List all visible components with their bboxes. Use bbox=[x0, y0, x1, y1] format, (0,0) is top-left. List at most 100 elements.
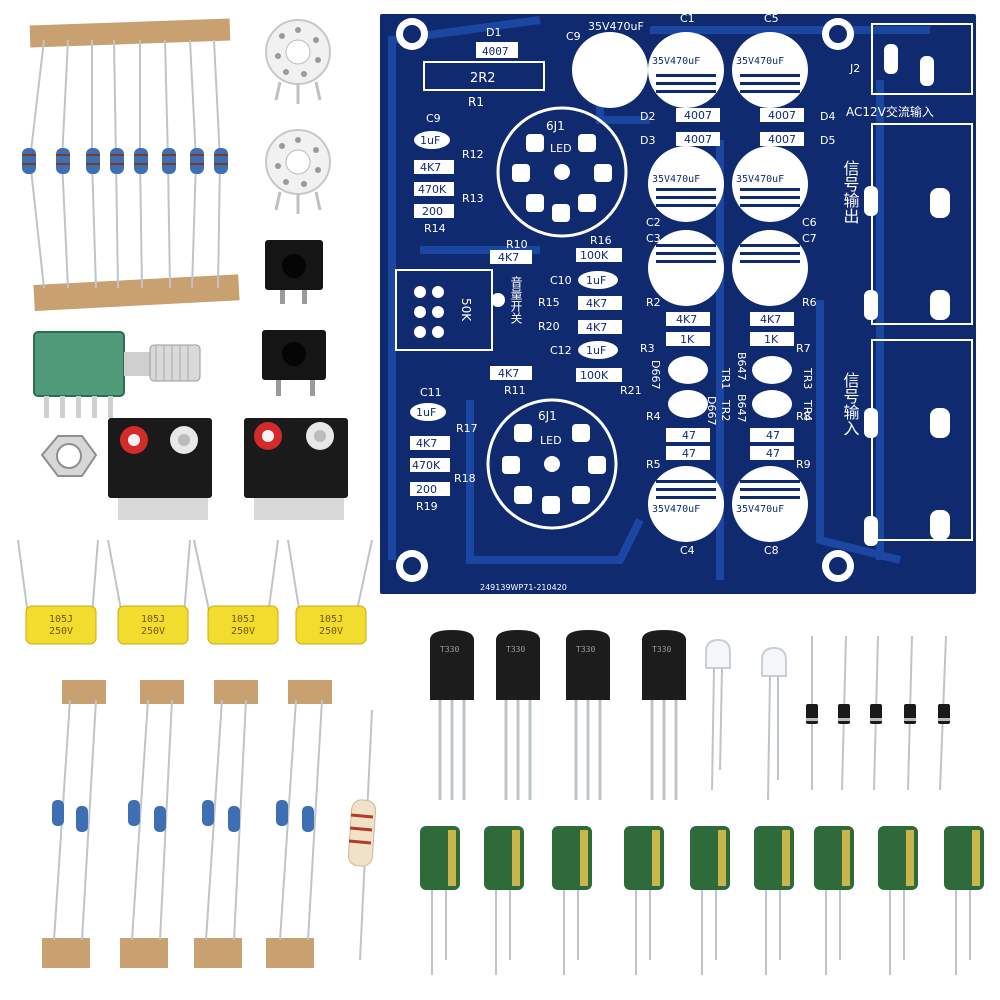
dc-power-jack-2 bbox=[262, 330, 326, 396]
pcb-cap-value: 35V470uF bbox=[652, 504, 700, 515]
pcb-cap-c4: C4 bbox=[680, 544, 695, 557]
pcb-value-c10: 1uF bbox=[586, 274, 606, 287]
pcb-label-r9: R9 bbox=[796, 458, 811, 471]
pcb-value-47: 47 bbox=[766, 429, 780, 442]
pcb-label-r1: R1 bbox=[468, 95, 484, 109]
pcb-value-r14: 200 bbox=[422, 205, 443, 218]
pcb-tube-footprint-1: 6J1 LED bbox=[496, 106, 628, 238]
transistor-label: T330 bbox=[440, 645, 459, 654]
film-cap-voltage: 250V bbox=[319, 626, 343, 637]
pcb-label-c12: C12 bbox=[550, 344, 572, 357]
pcb-value-4k7: 4K7 bbox=[676, 313, 697, 326]
pcb-signal-out-label: 信号输出 bbox=[841, 160, 860, 224]
pcb-value-r21: 100K bbox=[580, 369, 609, 382]
pcb-signal-in-label: 信号输入 bbox=[841, 372, 860, 436]
pcb-label-b647: B647 bbox=[735, 352, 748, 381]
pcb-cap-value: 35V470uF bbox=[736, 56, 784, 67]
pcb-label-r10: R10 bbox=[506, 238, 528, 251]
potentiometer bbox=[33, 331, 201, 418]
pcb-value-r12: 4K7 bbox=[420, 161, 441, 174]
pcb-cap-value: 35V470uF bbox=[652, 174, 700, 185]
pcb-value-c11: 1uF bbox=[416, 406, 436, 419]
transistor-label: T330 bbox=[576, 645, 595, 654]
pcb-value-47: 47 bbox=[682, 429, 696, 442]
pcb-cap-c5: C5 bbox=[764, 12, 779, 25]
pcb-cap-c9: C9 bbox=[566, 30, 581, 43]
resistor-pairs-bottom bbox=[42, 680, 332, 968]
pcb-label-r20: R20 bbox=[538, 320, 560, 333]
pcb-label-r2: R2 bbox=[646, 296, 661, 309]
pcb-label-r17: R17 bbox=[456, 422, 478, 435]
pcb-cap-c9-value: 35V470uF bbox=[588, 20, 644, 33]
pcb-value-47: 47 bbox=[682, 447, 696, 460]
pcb-electrolytic-footprints: 35V470uF 35V470uF 35V470uF 35V470uF 35V4… bbox=[646, 12, 817, 557]
pcb-value-r15: 4K7 bbox=[586, 297, 607, 310]
pcb-label-r15: R15 bbox=[538, 296, 560, 309]
pcb-cap-value: 35V470uF bbox=[652, 56, 700, 67]
film-capacitors: 105J 250V 105J 250V 105J 250V 105J 250V bbox=[17, 539, 373, 645]
pcb-label-d667: D667 bbox=[705, 396, 718, 425]
electrolytic-capacitors bbox=[420, 826, 984, 975]
pcb-label-c9: C9 bbox=[426, 112, 441, 125]
pcb-label-c11: C11 bbox=[420, 386, 442, 399]
pcb-tube-led: LED bbox=[540, 434, 562, 447]
pcb-label-tr1: TR1 bbox=[719, 367, 732, 389]
pcb-label-d1-value: 4007 bbox=[482, 45, 509, 58]
clear-leds bbox=[705, 638, 787, 801]
pcb-label-tr3: TR3 bbox=[801, 367, 814, 389]
mounting-holes bbox=[396, 18, 854, 582]
transistor-label: T330 bbox=[652, 645, 671, 654]
pcb-cap-c3: C3 bbox=[646, 232, 661, 245]
film-cap-label: 105J bbox=[141, 614, 165, 625]
tube-socket-2 bbox=[265, 129, 331, 214]
pcb-label-r12: R12 bbox=[462, 148, 484, 161]
pcb-tube-led: LED bbox=[550, 142, 572, 155]
pcb-label-r16: R16 bbox=[590, 234, 612, 247]
rca-jack-pair-2 bbox=[244, 418, 348, 520]
pcb-label-r4: R4 bbox=[646, 410, 661, 423]
pcb-label-d1: D1 bbox=[486, 26, 501, 39]
pcb-tube-footprint-2: 6J1 LED bbox=[486, 398, 618, 530]
pcb-transistor-pads bbox=[668, 356, 792, 418]
pcb-value-4k7: 4K7 bbox=[760, 313, 781, 326]
transistors: T330 T330 T330 T330 bbox=[430, 630, 686, 800]
pcb-label-r7: R7 bbox=[796, 342, 811, 355]
pcb-label-tr2: TR2 bbox=[719, 399, 732, 421]
pcb-value-r20: 4K7 bbox=[586, 321, 607, 334]
film-cap-voltage: 250V bbox=[141, 626, 165, 637]
film-cap-label: 105J bbox=[319, 614, 343, 625]
pcb-value-r17: 4K7 bbox=[416, 437, 437, 450]
pcb-label-r5: R5 bbox=[646, 458, 661, 471]
pcb-value-r11: 4K7 bbox=[498, 367, 519, 380]
film-cap-voltage: 250V bbox=[231, 626, 255, 637]
pcb-label-d5: D5 bbox=[820, 134, 835, 147]
pcb-cap-c2: C2 bbox=[646, 216, 661, 229]
pcb-pot-footprint: 50K 音量开关 bbox=[395, 269, 523, 351]
pcb-label-r13: R13 bbox=[462, 192, 484, 205]
pcb-connector-area: J2 AC12V交流输入 信号输出 信号输入 bbox=[841, 23, 973, 546]
pcb-label-r3: R3 bbox=[640, 342, 655, 355]
pcb-value-c9: 1uF bbox=[420, 134, 440, 147]
tube-socket-1 bbox=[265, 19, 331, 104]
pcb-label-j2: J2 bbox=[849, 62, 860, 75]
pcb-cap-c1: C1 bbox=[680, 12, 695, 25]
pcb-board: 2R2 R1 4007 D1 35V470uF C9 C9 1uF 4K7 R1… bbox=[380, 12, 976, 594]
pcb-label-d667: D667 bbox=[649, 360, 662, 389]
pcb-label-c10: C10 bbox=[550, 274, 572, 287]
pcb-label-r6: R6 bbox=[802, 296, 817, 309]
power-resistor bbox=[347, 709, 377, 961]
pcb-value-r16: 100K bbox=[580, 249, 609, 262]
pcb-cap-c7: C7 bbox=[802, 232, 817, 245]
pcb-cap-value: 35V470uF bbox=[736, 504, 784, 515]
film-cap-label: 105J bbox=[231, 614, 255, 625]
pcb-diode-value: 4007 bbox=[684, 109, 712, 122]
pcb-label-d2: D2 bbox=[640, 110, 655, 123]
pcb-tube-name: 6J1 bbox=[546, 119, 565, 133]
pcb-value-r13: 470K bbox=[418, 183, 447, 196]
pcb-value-r10: 4K7 bbox=[498, 251, 519, 264]
film-cap-voltage: 250V bbox=[49, 626, 73, 637]
pcb-tube-name: 6J1 bbox=[538, 409, 557, 423]
film-cap-label: 105J bbox=[49, 614, 73, 625]
pcb-label-d3: D3 bbox=[640, 134, 655, 147]
